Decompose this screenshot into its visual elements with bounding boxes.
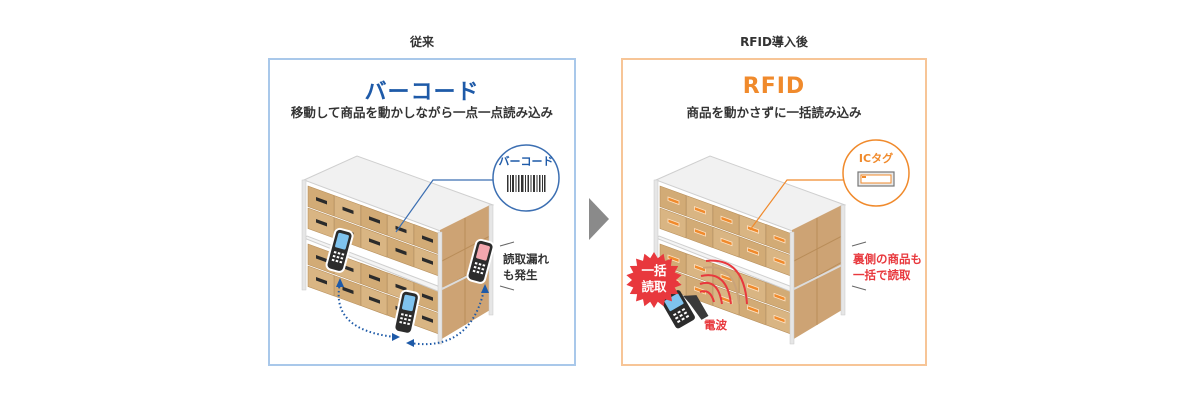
ic-tag-label [747, 305, 759, 314]
ic-tag-label [694, 206, 706, 215]
burst-line2: 読取 [641, 279, 667, 294]
barcode-callout-line [395, 179, 496, 233]
handheld-scanner-icon [393, 289, 420, 335]
barcode-callout: バーコード [492, 144, 560, 212]
after-column-label: RFID導入後 [740, 35, 808, 49]
before-column-label: 従来 [409, 35, 434, 49]
barcode-label [316, 197, 327, 205]
barcode-label [422, 257, 433, 265]
ic-tag-label [667, 254, 680, 264]
ic-tag-label [667, 218, 680, 228]
barcode-label [422, 293, 433, 301]
radio-wave-icon [699, 259, 748, 305]
ic-tag-label [694, 264, 706, 273]
rfid-shelf [653, 155, 847, 345]
missed-reads-note: 読取漏れ も発生 [503, 251, 549, 283]
rfid-panel-title: RFID [742, 74, 806, 99]
ic-tag-callout: ICタグ [842, 139, 910, 207]
ic-tag-callout-label: ICタグ [859, 151, 893, 165]
ic-tag-label [720, 215, 733, 225]
rfid-panel-subtitle: 商品を動かさずに一括読み込み [686, 105, 862, 120]
back-items-note-line2: 一括で読取 [853, 268, 911, 282]
barcode-label [395, 225, 407, 234]
rfid-shelf-boxes [659, 185, 793, 335]
barcode-label [316, 219, 327, 227]
barcode-label [395, 283, 407, 292]
movement-path-arrows [337, 282, 485, 346]
barcode-callout-label: バーコード [499, 155, 554, 168]
ic-tag-icon [857, 171, 895, 187]
ic-tag-label [694, 228, 706, 237]
ic-tag-label [747, 225, 759, 234]
handheld-scanner-missed-icon [466, 238, 495, 284]
barcode-label [369, 216, 380, 224]
barcode-label [422, 235, 433, 243]
barcode-label [369, 296, 380, 304]
ic-tag-label [747, 247, 759, 256]
missed-reads-note-line1: 読取漏れ [503, 252, 549, 266]
arrow-right-icon [589, 198, 609, 240]
ic-tag-label [720, 237, 733, 247]
ic-tag-label [667, 196, 680, 206]
barcode-label [342, 286, 354, 295]
barcode-label [369, 238, 380, 246]
ic-tag-label [773, 314, 786, 324]
barcode-panel-title: バーコード [364, 80, 480, 105]
burst-line1: 一括 [641, 263, 667, 278]
missed-reads-note-line2: も発生 [503, 268, 538, 282]
ic-tag-callout-line [749, 179, 845, 231]
bulk-read-burst: 一括 読取 [626, 252, 682, 308]
back-items-note-line1: 裏側の商品も [853, 252, 922, 266]
barcode-icon [507, 175, 546, 192]
barcode-label [422, 315, 433, 323]
barcode-shelf-boxes [307, 185, 441, 335]
barcode-panel-subtitle: 移動して商品を動かしながら一点一点読み込み [290, 105, 554, 120]
ic-tag-label [747, 283, 759, 292]
ic-tag-label [720, 273, 733, 283]
barcode-label [342, 206, 354, 215]
barcode-label [316, 255, 327, 263]
handheld-scanner-icon [325, 227, 354, 273]
barcode-label [316, 277, 327, 285]
barcode-label [395, 247, 407, 256]
ic-tag-label [773, 292, 786, 302]
radio-wave-label: 電波 [704, 318, 727, 332]
ic-tag-label [773, 234, 786, 244]
back-items-note: 裏側の商品も 一括で読取 [853, 251, 922, 283]
barcode-label [369, 274, 380, 282]
ic-tag-label [773, 256, 786, 266]
